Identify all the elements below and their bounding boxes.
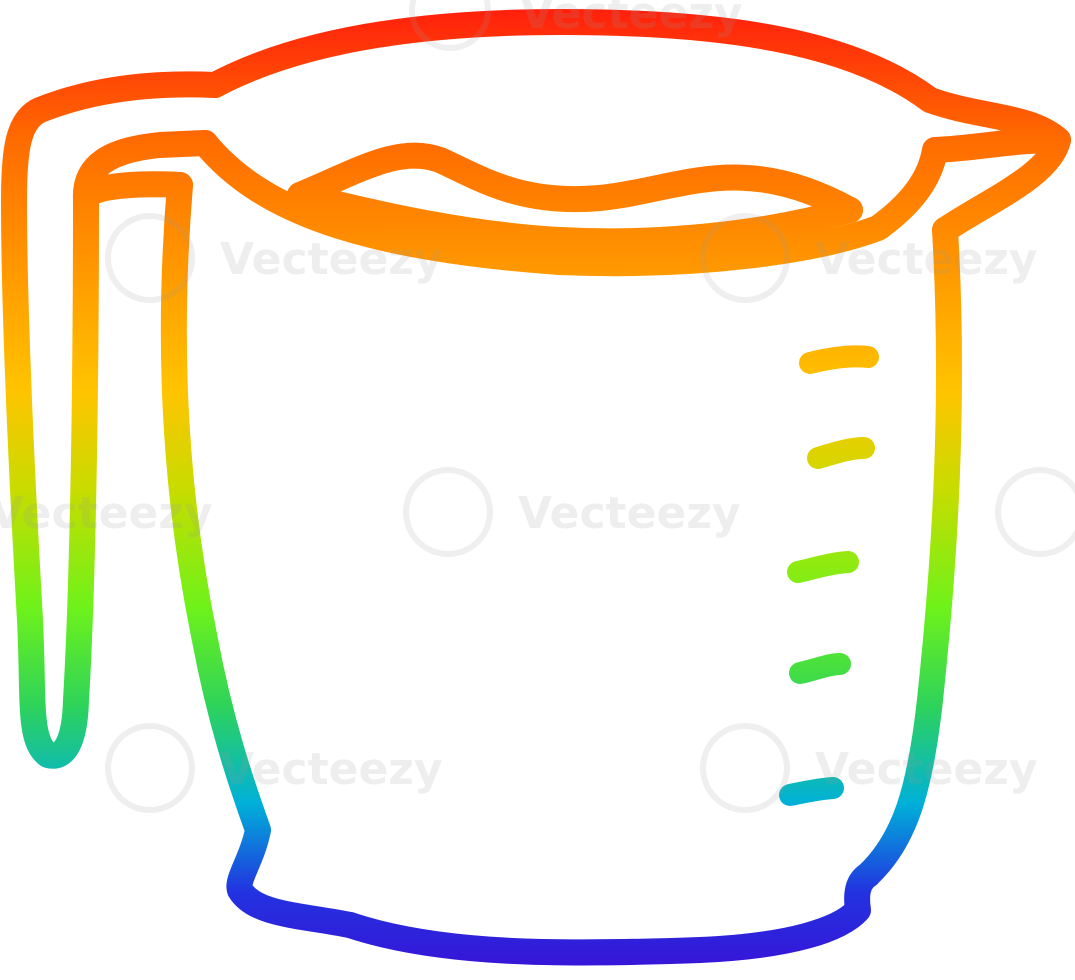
watermark-mid-left: Vecteezy — [105, 213, 443, 303]
vecteezy-logo-icon — [995, 467, 1075, 557]
watermark-low-right: Vecteezy — [700, 723, 1038, 813]
watermark-center: Vecteezy — [403, 467, 741, 557]
vecteezy-logo-icon — [700, 723, 790, 813]
watermark-mid-right: Vecteezy — [700, 213, 1038, 303]
vecteezy-logo-icon — [700, 213, 790, 303]
jug-rim-inner — [192, 127, 1071, 277]
watermark-text: Vecteezy — [815, 744, 1038, 795]
vecteezy-logo-icon — [403, 467, 493, 557]
watermark-text: Vecteezy — [815, 234, 1038, 285]
measure-mark-5 — [779, 777, 844, 806]
measure-mark-3 — [787, 551, 859, 583]
watermark-text: Vecteezy — [518, 488, 741, 539]
watermark-right-edge — [995, 467, 1075, 557]
measure-mark-2 — [807, 437, 875, 469]
measure-mark-4 — [789, 653, 851, 684]
watermark-text: Vecteezy — [220, 744, 443, 795]
vecteezy-logo-icon — [105, 213, 195, 303]
watermark-text: Vecteezy — [220, 234, 443, 285]
watermark-left-edge: Vecteezy — [0, 488, 213, 539]
jug-body-right — [855, 217, 963, 888]
liquid-lower-edge — [287, 182, 863, 255]
watermark-layer: Vecteezy Vecteezy Vecteezy Vecteezy Vect… — [0, 0, 1075, 813]
jug-handle-inner — [72, 130, 218, 213]
jug-rim-left — [1, 71, 228, 769]
jug-body-left — [160, 172, 363, 938]
watermark-low-left: Vecteezy — [105, 723, 443, 813]
vecteezy-logo-icon — [409, 0, 491, 51]
measure-mark-1 — [799, 345, 879, 374]
watermark-text: Vecteezy — [0, 488, 213, 539]
liquid-surface — [287, 142, 863, 223]
watermark-text: Vecteezy — [520, 0, 743, 39]
jug-rim-outer — [202, 9, 1071, 243]
watermark-top: Vecteezy — [409, 0, 743, 51]
jug-body-bottom — [337, 862, 881, 966]
vecteezy-logo-icon — [105, 723, 195, 813]
